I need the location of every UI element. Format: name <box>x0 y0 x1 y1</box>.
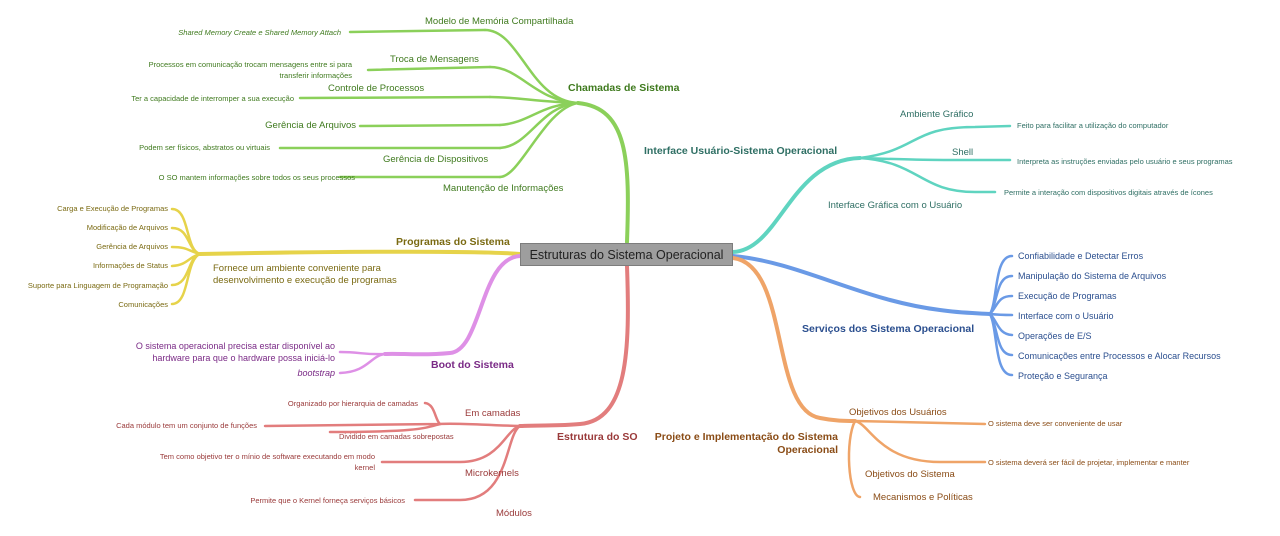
interface-item-detail: Permite a interação com dispositivos dig… <box>1004 188 1213 197</box>
branch-boot-lines <box>338 254 522 375</box>
branch-chamadas-lines <box>278 28 630 244</box>
projeto-label: Operacional <box>777 444 838 456</box>
estrutura-label: Estrutura do SO <box>557 431 638 443</box>
interface-item-label: Shell <box>952 147 973 158</box>
programas-item: Informações de Status <box>93 261 168 270</box>
chamadas-item-label: Gerência de Dispositivos <box>383 154 488 165</box>
chamadas-item-label: Manutenção de Informações <box>443 183 564 194</box>
branch-estrutura-lines <box>263 264 630 502</box>
camadas-detail: Dividido em camadas sobrepostas <box>339 432 454 441</box>
interface-item-label: Ambiente Gráfico <box>900 109 973 120</box>
modulos-label: Módulos <box>496 508 532 519</box>
modulos-detail: Permite que o Kernel forneça serviços bá… <box>250 496 405 505</box>
interface-item-label: Interface Gráfica com o Usuário <box>828 200 962 211</box>
chamadas-item-label: Modelo de Memória Compartilhada <box>425 16 574 27</box>
boot-term: bootstrap <box>297 368 335 378</box>
chamadas-item-detail: Processos em comunicação trocam mensagen… <box>149 60 353 69</box>
programas-description: Fornece um ambiente conveniente para <box>213 263 382 274</box>
chamadas-item-label: Gerência de Arquivos <box>265 120 356 131</box>
branch-projeto-lines <box>731 256 987 499</box>
servicos-item: Execução de Programas <box>1018 291 1117 301</box>
branch-servicos-lines <box>731 254 1014 377</box>
programas-item: Gerência de Arquivos <box>96 242 168 251</box>
servicos-item: Interface com o Usuário <box>1018 311 1114 321</box>
projeto-item-label: Objetivos do Sistema <box>865 469 955 480</box>
servicos-item: Comunicações entre Processos e Alocar Re… <box>1018 351 1221 361</box>
boot-label: Boot do Sistema <box>431 359 514 371</box>
camadas-detail: Cada módulo tem um conjunto de funções <box>116 421 257 430</box>
chamadas-item-detail: Podem ser físicos, abstratos ou virtuais <box>139 143 270 152</box>
interface-item-detail: Feito para facilitar a utilização do com… <box>1017 121 1169 130</box>
programas-item: Suporte para Linguagem de Programação <box>28 281 168 290</box>
programas-description: desenvolvimento e execução de programas <box>213 275 397 286</box>
branch-interface-lines <box>731 124 1012 254</box>
microkernels-label: Microkernels <box>465 468 519 479</box>
chamadas-item-detail: Shared Memory Create e Shared Memory Att… <box>178 28 341 37</box>
camadas-label: Em camadas <box>465 408 521 419</box>
programas-item: Modificação de Arquivos <box>87 223 169 232</box>
chamadas-item-label: Troca de Mensagens <box>390 54 479 65</box>
projeto-item-label: Mecanismos e Políticas <box>873 492 973 503</box>
branch-programas-lines <box>170 207 522 306</box>
servicos-item: Manipulação do Sistema de Arquivos <box>1018 271 1167 281</box>
chamadas-item-label: Controle de Processos <box>328 83 424 94</box>
boot-description: O sistema operacional precisa estar disp… <box>136 341 335 351</box>
projeto-item-detail: O sistema deverá ser fácil de projetar, … <box>988 458 1190 467</box>
servicos-item: Confiabilidade e Detectar Erros <box>1018 251 1144 261</box>
programas-item: Carga e Execução de Programas <box>57 204 168 213</box>
chamadas-item-detail: O SO mantem informações sobre todos os s… <box>159 173 356 182</box>
interface-item-detail: Interpreta as instruções enviadas pelo u… <box>1017 157 1233 166</box>
projeto-item-detail: O sistema deve ser conveniente de usar <box>988 419 1123 428</box>
servicos-item: Operações de E/S <box>1018 331 1092 341</box>
servicos-label: Serviços dos Sistema Operacional <box>802 323 974 335</box>
chamadas-label: Chamadas de Sistema <box>568 82 680 94</box>
programas-label: Programas do Sistema <box>396 236 510 248</box>
servicos-item: Proteção e Segurança <box>1018 371 1108 381</box>
interface-label: Interface Usuário-Sistema Operacional <box>644 145 837 157</box>
programas-item: Comunicações <box>118 300 168 309</box>
microkernels-detail: Tem como objetivo ter o mínio de softwar… <box>160 452 375 461</box>
projeto-item-label: Objetivos dos Usuários <box>849 407 947 418</box>
chamadas-item-detail: transferir informações <box>279 71 352 80</box>
projeto-label: Projeto e Implementação do Sistema <box>655 431 838 443</box>
camadas-detail: Organizado por hierarquia de camadas <box>288 399 418 408</box>
chamadas-item-detail: Ter a capacidade de interromper a sua ex… <box>131 94 294 103</box>
central-topic: Estruturas do Sistema Operacional <box>520 243 733 266</box>
boot-description: hardware para que o hardware possa inici… <box>152 353 335 363</box>
microkernels-detail: kernel <box>355 463 376 472</box>
